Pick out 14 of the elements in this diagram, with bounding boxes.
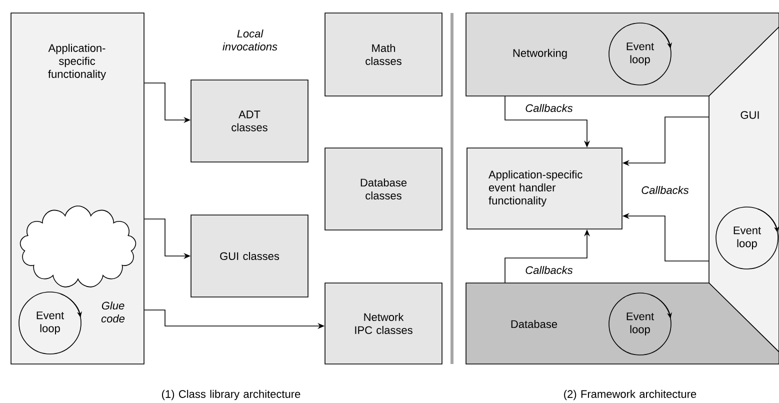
class-box: Database classes	[324, 148, 442, 230]
caption: (2) Framework architecture	[564, 390, 696, 400]
cloud-shape	[20, 206, 136, 288]
class-box: Math classes	[324, 12, 442, 96]
annotation-text: Local invocations	[222, 29, 278, 51]
handler-box: Application-specific event handler functionality	[466, 148, 622, 230]
class-box: Network IPC classes	[324, 282, 442, 364]
edge-label: Callbacks	[526, 104, 573, 112]
edge-label: Callbacks	[642, 186, 689, 194]
caption: (1) Class library architecture	[162, 390, 300, 400]
annotation-text: Glue code	[101, 301, 125, 323]
class-box: GUI classes	[190, 214, 308, 298]
class-box: ADT classes	[190, 80, 308, 162]
edge-label: Callbacks	[526, 266, 573, 274]
